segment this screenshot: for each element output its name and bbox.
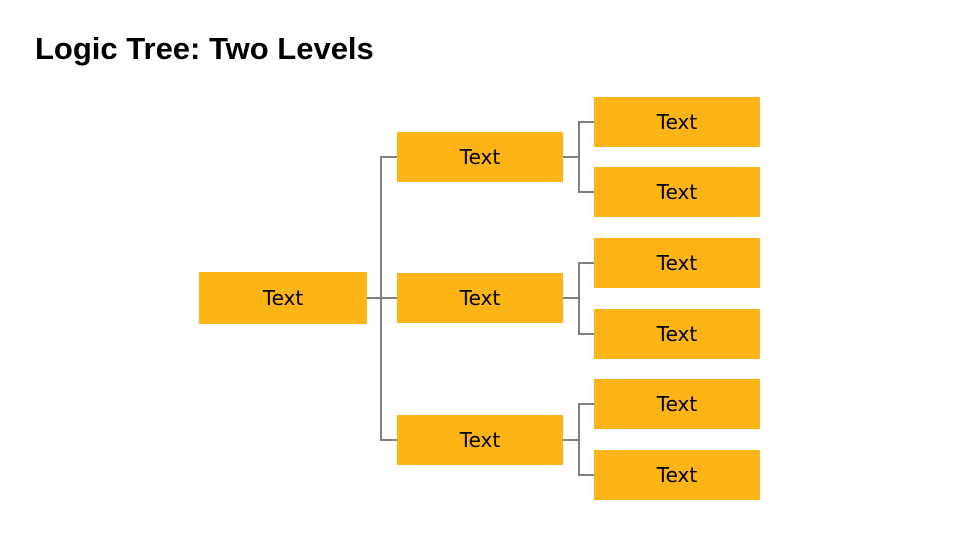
connector-branch-c-bracket	[578, 403, 580, 476]
tree-node-level2-b2[interactable]: Text	[594, 309, 760, 359]
tree-node-level1-middle[interactable]: Text	[397, 273, 563, 323]
connector-root-horizontal	[367, 297, 397, 299]
connector-branch-c-parent	[563, 439, 580, 441]
tree-node-level1-bottom[interactable]: Text	[397, 415, 563, 465]
tree-node-root[interactable]: Text	[199, 272, 367, 324]
connector-branch-a-bracket	[578, 121, 580, 193]
tree-node-level2-a1[interactable]: Text	[594, 97, 760, 147]
tree-node-level2-c2[interactable]: Text	[594, 450, 760, 500]
connector-trunk-to-level1-bottom	[380, 439, 397, 441]
tree-node-level1-top[interactable]: Text	[397, 132, 563, 182]
connector-branch-b-bracket	[578, 262, 580, 335]
connector-trunk-vertical	[380, 156, 382, 441]
tree-node-level2-b1[interactable]: Text	[594, 238, 760, 288]
connector-branch-b-parent	[563, 297, 580, 299]
connector-branch-b-child-1	[578, 262, 594, 264]
connector-branch-a-parent	[563, 156, 580, 158]
tree-node-level2-a2[interactable]: Text	[594, 167, 760, 217]
connector-branch-c-child-2	[578, 474, 594, 476]
connector-trunk-to-level1-top	[380, 156, 397, 158]
connector-branch-b-child-2	[578, 333, 594, 335]
connector-branch-a-child-2	[578, 191, 594, 193]
connector-branch-a-child-1	[578, 121, 594, 123]
connector-branch-c-child-1	[578, 403, 594, 405]
slide-title: Logic Tree: Two Levels	[35, 31, 374, 66]
tree-node-level2-c1[interactable]: Text	[594, 379, 760, 429]
